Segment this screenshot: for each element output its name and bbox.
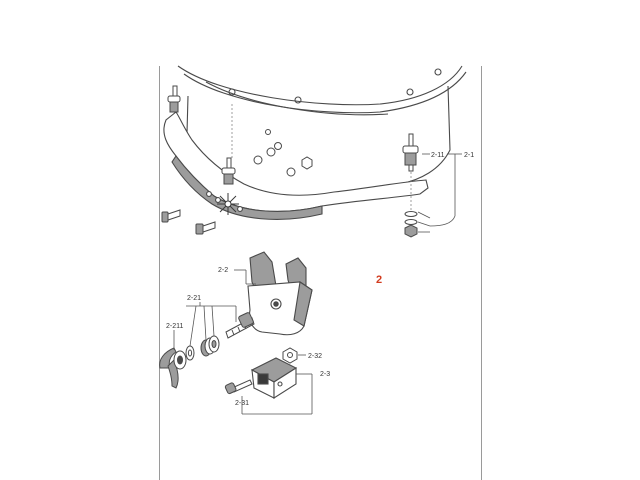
loose-screws [161, 209, 216, 235]
figure-number: 2 [376, 274, 382, 286]
bolt-2-21 [225, 312, 255, 339]
shell-hardware [253, 129, 313, 177]
nut-2-32 [282, 347, 298, 364]
clamp-body-2-2 [247, 251, 313, 336]
wing-nut-2-211 [159, 347, 187, 389]
mount-posts [167, 85, 419, 185]
right-frame-line [481, 66, 482, 480]
leader-lines [173, 153, 462, 415]
callout-2-2: 2-2 [218, 267, 228, 274]
drum-shell [177, 65, 467, 185]
callout-2-32: 2-32 [308, 353, 322, 360]
screw-2-31 [224, 379, 253, 395]
callout-2-21: 2-21 [187, 295, 201, 302]
logo-star-icon [217, 193, 239, 215]
washer-stack [404, 211, 418, 238]
callout-2-1: 2-1 [464, 152, 474, 159]
dashed-leaders [231, 104, 412, 210]
callout-2-3: 2-3 [320, 371, 330, 378]
mount-bracket [163, 111, 429, 221]
callout-2-31: 2-31 [235, 400, 249, 407]
callout-2-211: 2-211 [166, 323, 183, 330]
block-2-3 [250, 357, 298, 400]
left-frame-line [159, 66, 160, 480]
callout-2-11: 2-11 [431, 152, 445, 159]
